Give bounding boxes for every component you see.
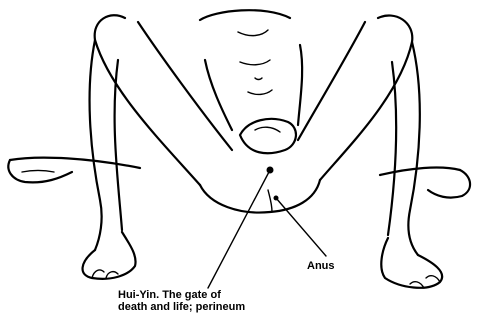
abdomen-line-2 xyxy=(248,90,272,94)
left-calf xyxy=(90,40,102,250)
right-thigh-inner xyxy=(298,22,365,140)
abdomen-line-1 xyxy=(240,60,270,65)
right-calf xyxy=(408,42,419,255)
genitals xyxy=(240,119,296,153)
anus-label: Anus xyxy=(307,260,335,272)
hui-yin-label-line2: death and life; perineum xyxy=(118,301,245,313)
left-arm xyxy=(10,158,140,168)
anus-leader-line xyxy=(276,198,326,256)
left-thigh-outer xyxy=(95,15,200,185)
torso-outline xyxy=(200,10,290,20)
pelvis-outline xyxy=(200,180,320,213)
left-fingers xyxy=(22,171,54,173)
right-hand xyxy=(428,170,470,198)
chest-line xyxy=(238,30,268,36)
gluteal-cleft xyxy=(268,190,272,212)
left-foot xyxy=(83,232,136,279)
left-hand xyxy=(8,160,72,182)
hui-yin-leader-line xyxy=(208,170,270,288)
navel xyxy=(255,78,262,80)
hui-yin-label-line1: Hui-Yin. The gate of xyxy=(118,289,245,301)
right-arm xyxy=(380,168,460,175)
hui-yin-label: Hui-Yin. The gate of death and life; per… xyxy=(118,289,245,313)
right-thigh-outer xyxy=(320,15,412,180)
right-flank xyxy=(298,45,302,125)
right-toes xyxy=(410,276,440,288)
genitals-detail xyxy=(255,127,280,132)
